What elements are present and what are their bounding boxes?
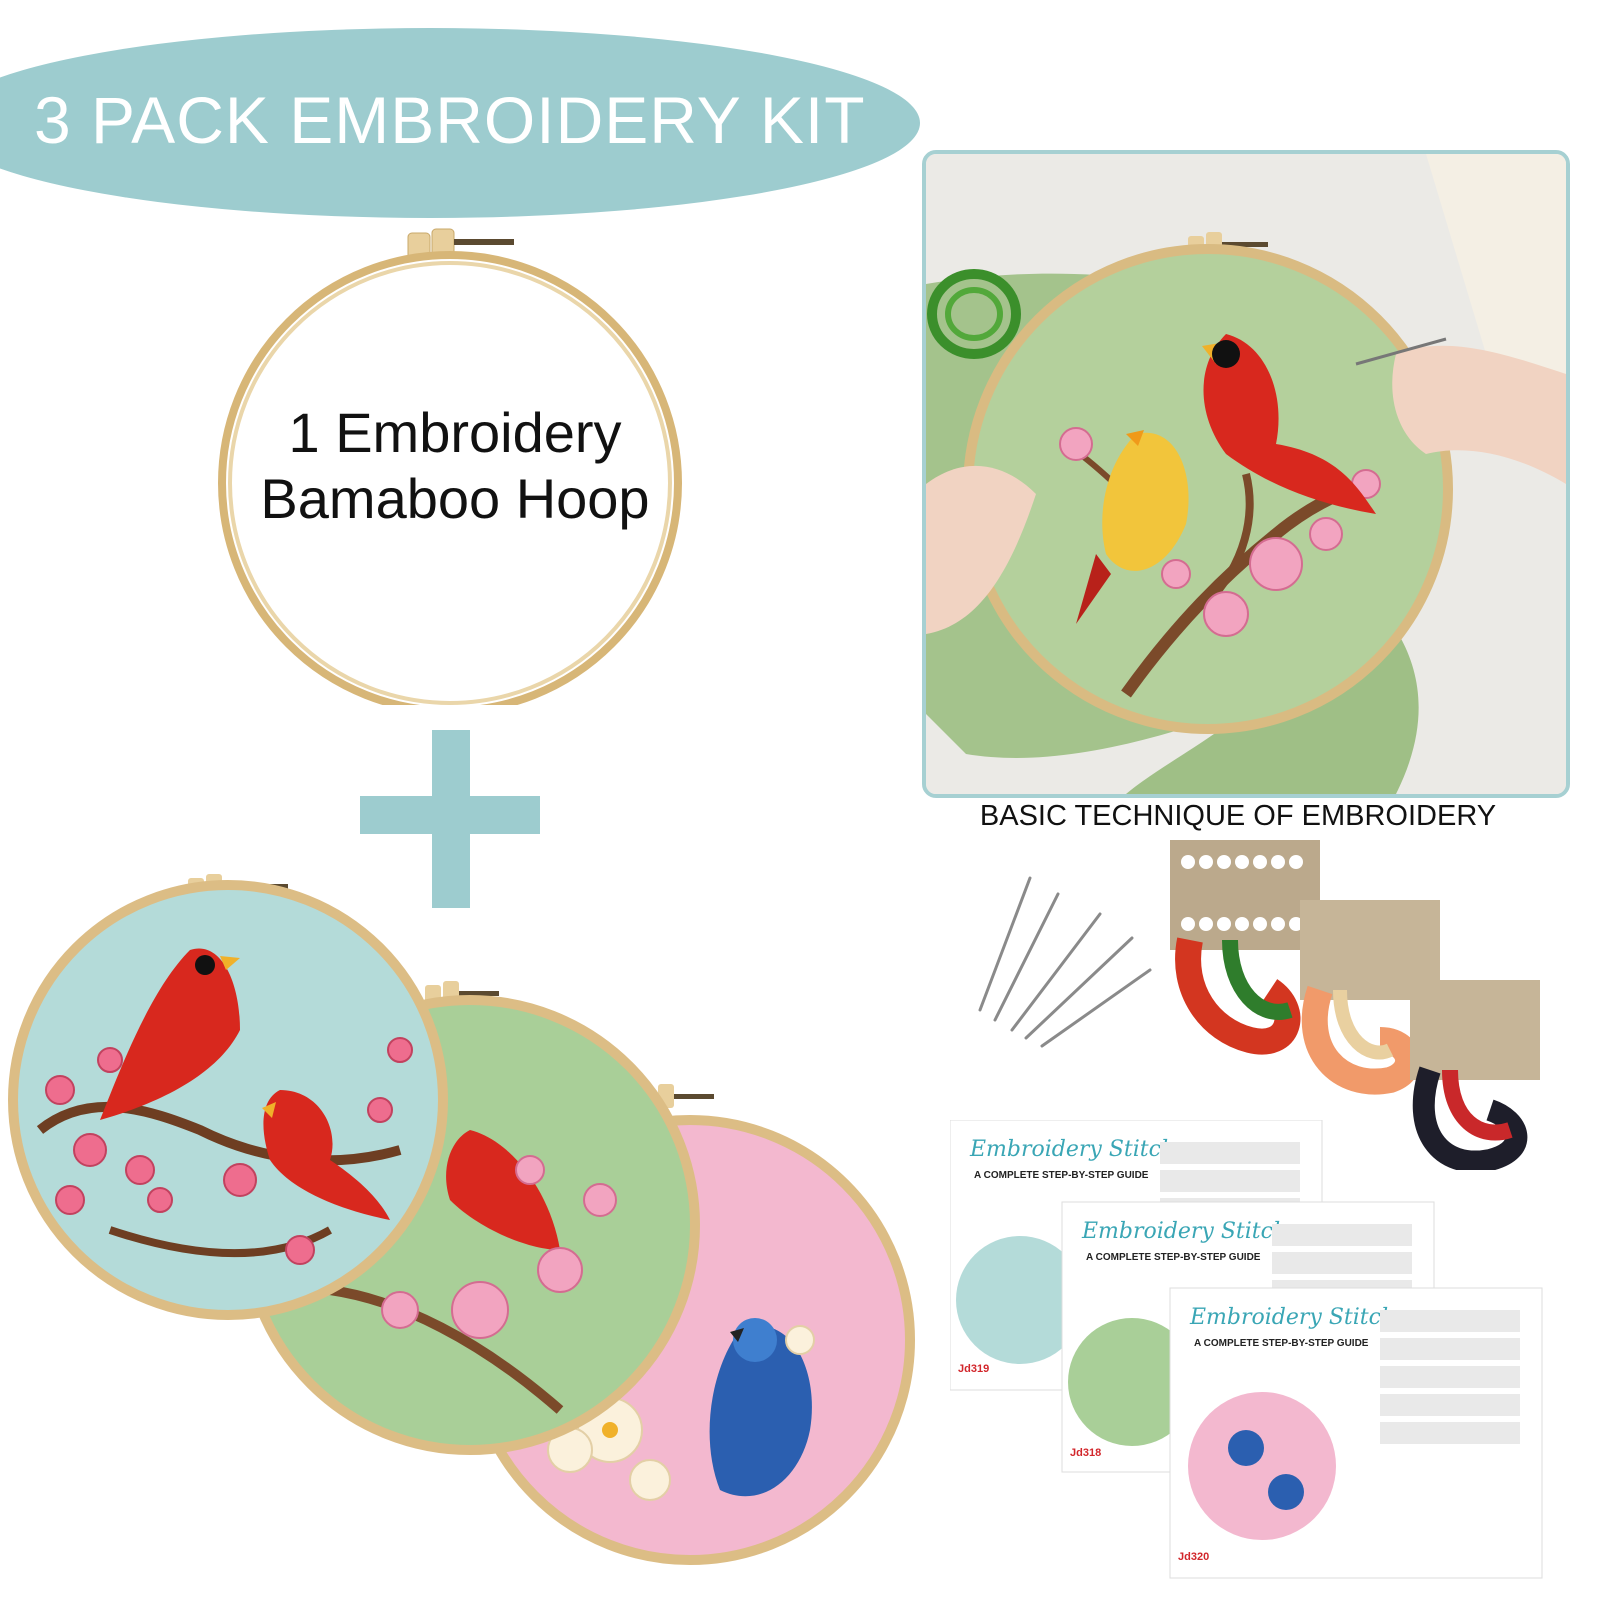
photo-caption: BASIC TECHNIQUE OF EMBROIDERY xyxy=(979,800,1497,832)
thread-kit xyxy=(1170,840,1540,1170)
hoop-label-line1: 1 Embroidery xyxy=(288,401,622,464)
hoop-label-line2: Bamaboo Hoop xyxy=(260,467,650,530)
guide3-code: Jd320 xyxy=(1178,1551,1209,1563)
banner-title: 3 PACK EMBROIDERY KIT xyxy=(34,83,866,157)
needles-icon xyxy=(978,876,1152,1048)
hoop-label: 1 Embroidery Bamaboo Hoop xyxy=(220,400,690,532)
guide-sheet-3: Embroidery Stitches A COMPLETE STEP-BY-S… xyxy=(1169,1287,1543,1579)
guide1-subtitle: A COMPLETE STEP-BY-STEP GUIDE xyxy=(974,1170,1149,1181)
guide2-subtitle: A COMPLETE STEP-BY-STEP GUIDE xyxy=(1086,1252,1261,1263)
guide1-code: Jd319 xyxy=(958,1363,989,1375)
hoops-set xyxy=(8,874,915,1565)
plus-icon xyxy=(360,730,540,908)
guide3-subtitle: A COMPLETE STEP-BY-STEP GUIDE xyxy=(1194,1338,1369,1349)
title-banner xyxy=(0,28,920,218)
embroidery-photo xyxy=(922,150,1570,798)
hands-embroidering-illustration xyxy=(926,154,1566,794)
guide2-code: Jd318 xyxy=(1070,1447,1101,1459)
stitch-guides: Embroidery Stitches A COMPLETE STEP-BY-S… xyxy=(950,1120,1543,1579)
empty-hoop xyxy=(218,228,682,705)
hoop-cardinals-plum xyxy=(8,874,448,1320)
